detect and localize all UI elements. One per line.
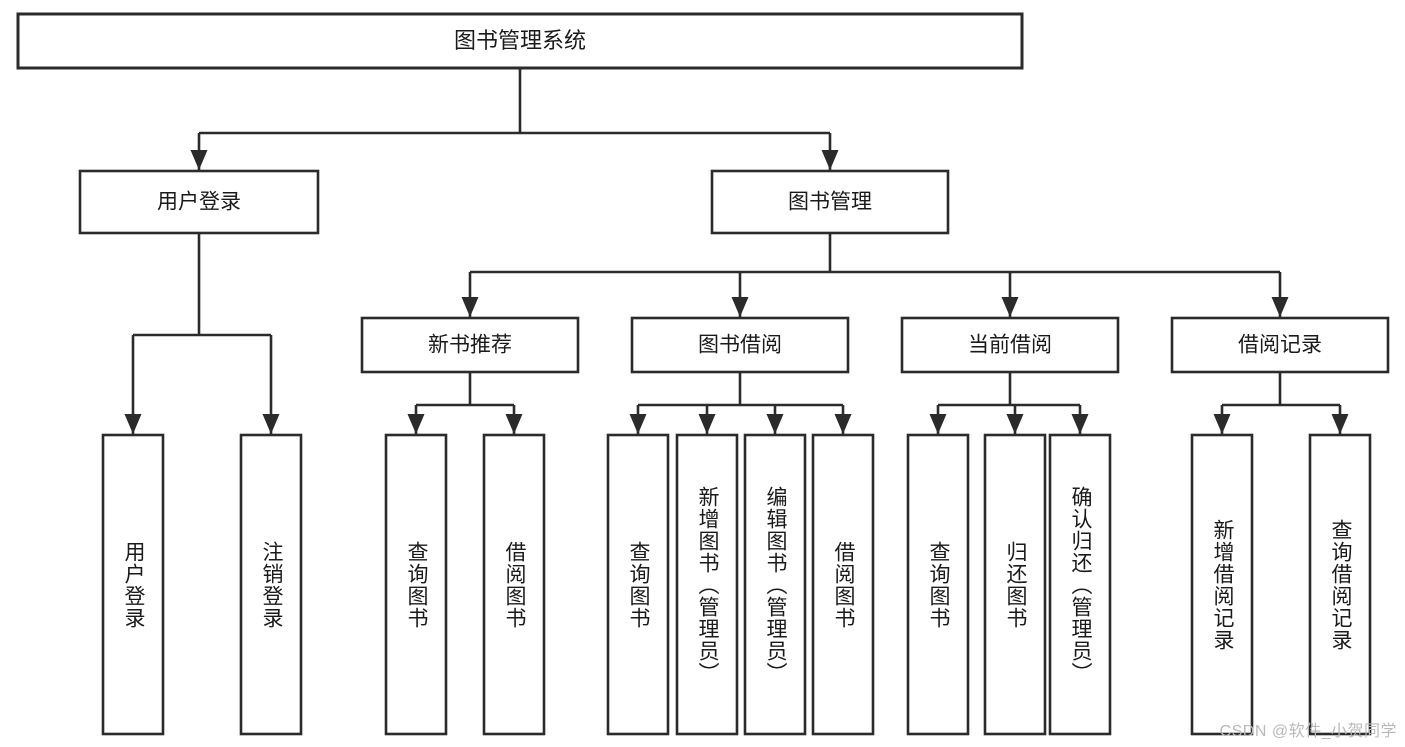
arrow-head-icon <box>1071 414 1089 434</box>
leaf-confirm-return-rect <box>1048 433 1112 736</box>
arrow-head-icon <box>190 150 208 170</box>
leaf-add-record-rect <box>1190 433 1254 736</box>
leaf-return-book[interactable] <box>983 433 1047 736</box>
node-level2-new-book-rec-rect <box>360 316 580 374</box>
node-level2-book-borrow-label: 图书借阅 <box>698 334 782 357</box>
node-level2-book-borrow-rect <box>630 316 850 374</box>
node-root-rect <box>16 12 1024 70</box>
node-level2-current-borrow-label: 当前借阅 <box>968 334 1052 357</box>
leaf-borrow-book-rec-rect <box>482 433 546 736</box>
leaf-confirm-return[interactable] <box>1048 433 1112 736</box>
node-user-login-label: 用户登录 <box>157 191 241 214</box>
leaf-borrow-book-rect <box>811 433 875 736</box>
leaf-borrow-book-rec[interactable] <box>482 433 546 736</box>
arrow-head-icon <box>124 414 142 434</box>
arrow-head-icon <box>262 414 280 434</box>
arrow-head-icon <box>407 414 425 434</box>
node-book-manage-label: 图书管理 <box>788 191 872 214</box>
leaf-query-record-rect <box>1308 433 1372 736</box>
arrow-head-icon <box>821 150 839 170</box>
leaf-add-book-rect <box>675 433 739 736</box>
leaf-user-login-rect <box>101 433 165 736</box>
leaf-query-book-cur[interactable] <box>906 433 970 736</box>
leaf-add-book[interactable] <box>675 433 739 736</box>
node-user-login-rect <box>78 169 320 235</box>
leaf-edit-book[interactable] <box>743 433 807 736</box>
arrow-head-icon <box>1213 414 1231 434</box>
leaf-query-book-rec[interactable] <box>384 433 448 736</box>
leaf-edit-book-rect <box>743 433 807 736</box>
arrow-head-icon <box>1271 297 1289 317</box>
node-level2-current-borrow-rect <box>900 316 1120 374</box>
node-level2-borrow-record-rect <box>1170 316 1390 374</box>
leaf-borrow-book[interactable] <box>811 433 875 736</box>
leaf-query-record[interactable] <box>1308 433 1372 736</box>
leaf-logout[interactable] <box>239 433 303 736</box>
arrow-head-icon <box>1331 414 1349 434</box>
arrow-head-icon <box>766 414 784 434</box>
node-root-label: 图书管理系统 <box>454 28 586 53</box>
node-book-manage[interactable]: 图书管理 <box>710 169 950 235</box>
node-user-login[interactable]: 用户登录 <box>78 169 320 235</box>
arrow-head-icon <box>505 414 523 434</box>
node-level2-borrow-record[interactable]: 借阅记录 <box>1170 316 1390 374</box>
arrow-head-icon <box>698 414 716 434</box>
csdn-watermark: CSDN @软件_小贺同学 <box>1219 723 1397 740</box>
node-book-manage-rect <box>710 169 950 235</box>
leaf-logout-rect <box>239 433 303 736</box>
arrow-head-icon <box>929 414 947 434</box>
leaf-return-book-rect <box>983 433 1047 736</box>
arrow-head-icon <box>834 414 852 434</box>
node-level2-new-book-rec-label: 新书推荐 <box>428 334 512 357</box>
leaf-query-book-bor-rect <box>606 433 670 736</box>
node-root[interactable]: 图书管理系统 <box>16 12 1024 70</box>
node-level2-borrow-record-label: 借阅记录 <box>1238 334 1322 357</box>
arrow-head-icon <box>1001 297 1019 317</box>
leaf-add-record[interactable] <box>1190 433 1254 736</box>
arrow-head-icon <box>731 297 749 317</box>
arrow-head-icon <box>461 297 479 317</box>
node-level2-new-book-rec[interactable]: 新书推荐 <box>360 316 580 374</box>
leaf-query-book-cur-rect <box>906 433 970 736</box>
node-level2-current-borrow[interactable]: 当前借阅 <box>900 316 1120 374</box>
connector-lines-layer <box>124 68 1349 434</box>
leaf-query-book-bor[interactable] <box>606 433 670 736</box>
arrow-head-icon <box>1006 414 1024 434</box>
leaf-query-book-rec-rect <box>384 433 448 736</box>
arrow-head-icon <box>629 414 647 434</box>
node-level2-book-borrow[interactable]: 图书借阅 <box>630 316 850 374</box>
leaf-user-login[interactable] <box>101 433 165 736</box>
